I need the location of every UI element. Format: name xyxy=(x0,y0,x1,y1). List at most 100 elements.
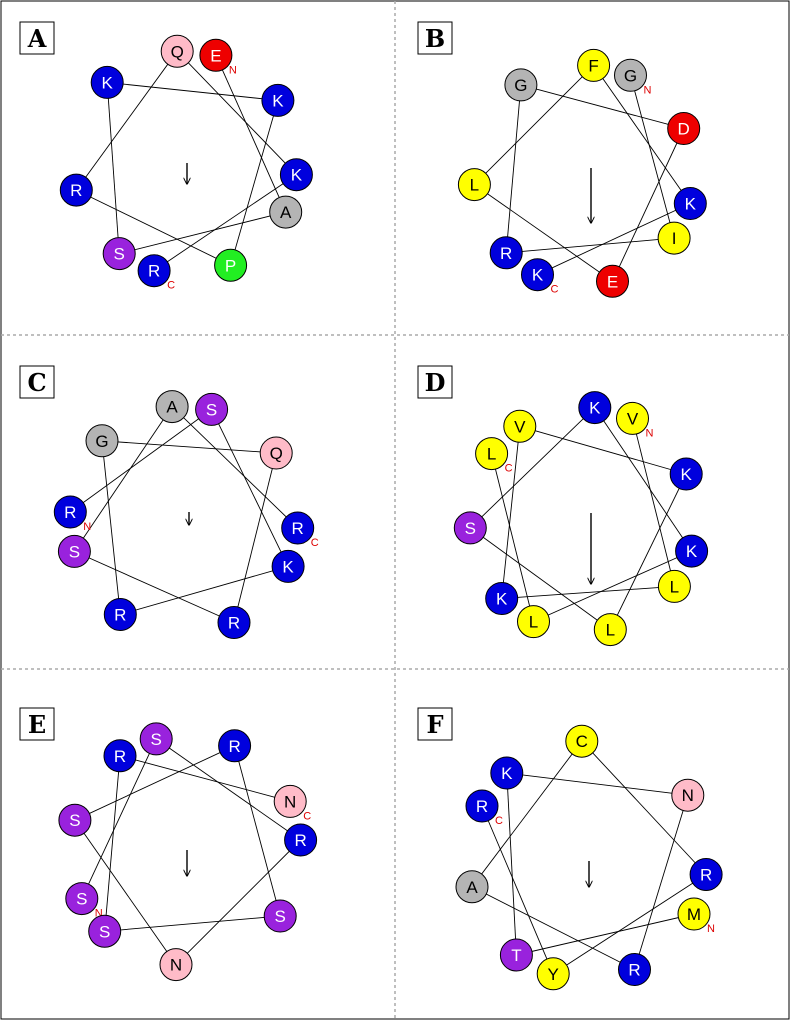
residue-circle xyxy=(453,511,487,545)
helix-connection xyxy=(506,237,675,254)
helix-connection xyxy=(153,174,297,272)
residue-circle xyxy=(489,236,523,270)
residue-label: K xyxy=(291,166,303,185)
residue-label: R xyxy=(228,737,240,756)
residue-circle xyxy=(284,823,318,857)
residue-label: R xyxy=(294,831,306,850)
residue-label: E xyxy=(210,46,221,65)
helix-connection xyxy=(107,81,278,101)
residue-label: S xyxy=(69,811,80,830)
residue-node: R xyxy=(618,953,651,986)
residue-node: K xyxy=(271,549,305,583)
terminus-marker: C xyxy=(495,815,503,827)
panel-c-letter: C xyxy=(27,368,46,397)
helix-connection xyxy=(74,745,235,821)
residue-circle xyxy=(103,598,137,631)
residue-label: N xyxy=(284,792,296,811)
residue-label: R xyxy=(70,181,82,200)
residue-circle xyxy=(596,264,629,298)
residue-node: G xyxy=(85,424,119,458)
residue-node: GN xyxy=(614,58,652,96)
residue-node: S xyxy=(263,899,297,933)
residue-circle xyxy=(536,957,570,991)
residue-node: R xyxy=(284,823,318,857)
panel-d-letter: D xyxy=(425,368,446,397)
helix-connection xyxy=(120,565,289,615)
residue-node: NC xyxy=(273,784,311,822)
residue-label: Q xyxy=(270,444,283,463)
helix-connection xyxy=(106,82,120,254)
residue-circle xyxy=(217,606,251,639)
residue-circle xyxy=(578,391,612,425)
residue-node: VN xyxy=(616,401,654,439)
residue-label: N xyxy=(170,956,182,975)
helix-connection xyxy=(230,100,279,266)
residue-node: S xyxy=(58,803,92,837)
helix-connection xyxy=(74,550,235,623)
terminus-marker: N xyxy=(95,908,103,920)
terminus-marker: C xyxy=(311,537,319,549)
residue-circle xyxy=(263,899,297,933)
helix-connection xyxy=(593,65,691,204)
residue-circle xyxy=(279,158,313,192)
helix-connection xyxy=(634,795,689,970)
residue-circle xyxy=(565,724,599,758)
terminus-marker: C xyxy=(551,284,559,296)
helix-connection xyxy=(519,425,687,475)
residue-node: K xyxy=(279,158,313,192)
helix-connection xyxy=(632,418,675,587)
residue-label: S xyxy=(99,922,110,941)
helix-connection xyxy=(470,527,611,630)
residue-circle xyxy=(103,739,137,773)
residue-circle xyxy=(199,38,233,72)
residue-label: R xyxy=(114,606,126,625)
residue-node: K xyxy=(90,65,124,99)
residue-label: R xyxy=(292,519,304,538)
residue-circle xyxy=(59,173,93,207)
residue-circle xyxy=(58,803,92,837)
panel-f-connections xyxy=(471,740,707,975)
residue-node: L xyxy=(457,168,491,202)
residue-circle xyxy=(616,401,649,435)
terminus-marker: N xyxy=(707,923,715,935)
residue-node: LC xyxy=(475,437,513,475)
residue-node: KC xyxy=(521,258,559,296)
helix-connection xyxy=(474,65,594,185)
helix-connection xyxy=(101,440,121,615)
residue-label: L xyxy=(606,621,615,640)
residue-node: Y xyxy=(536,957,570,991)
residue-node: G xyxy=(504,68,538,102)
residue-node: EN xyxy=(199,38,237,76)
residue-node: R xyxy=(103,739,137,773)
helix-connection xyxy=(175,839,301,965)
residue-node: SN xyxy=(65,882,103,920)
residue-label: V xyxy=(627,409,639,428)
helix-connection xyxy=(474,184,613,282)
helix-connection xyxy=(76,189,231,266)
residue-circle xyxy=(593,613,627,647)
residue-node: V xyxy=(503,409,537,443)
residue-circle xyxy=(53,495,87,529)
residue-circle xyxy=(88,914,122,948)
residue-node: S xyxy=(139,722,173,756)
helix-connection xyxy=(104,755,121,932)
residue-circle xyxy=(137,254,171,288)
terminus-marker: N xyxy=(644,84,652,96)
helix-connection xyxy=(471,886,635,970)
residue-label: K xyxy=(102,73,114,92)
residue-circle xyxy=(677,897,711,931)
residue-circle xyxy=(499,938,533,972)
panel-b-letter-box xyxy=(417,21,453,55)
helix-connection xyxy=(481,805,554,974)
residue-circle xyxy=(57,534,91,568)
residue-circle xyxy=(490,756,524,790)
residue-node: E xyxy=(596,264,629,298)
helix-connection xyxy=(215,55,287,213)
helix-connection xyxy=(234,745,281,917)
residue-circle xyxy=(259,436,293,470)
